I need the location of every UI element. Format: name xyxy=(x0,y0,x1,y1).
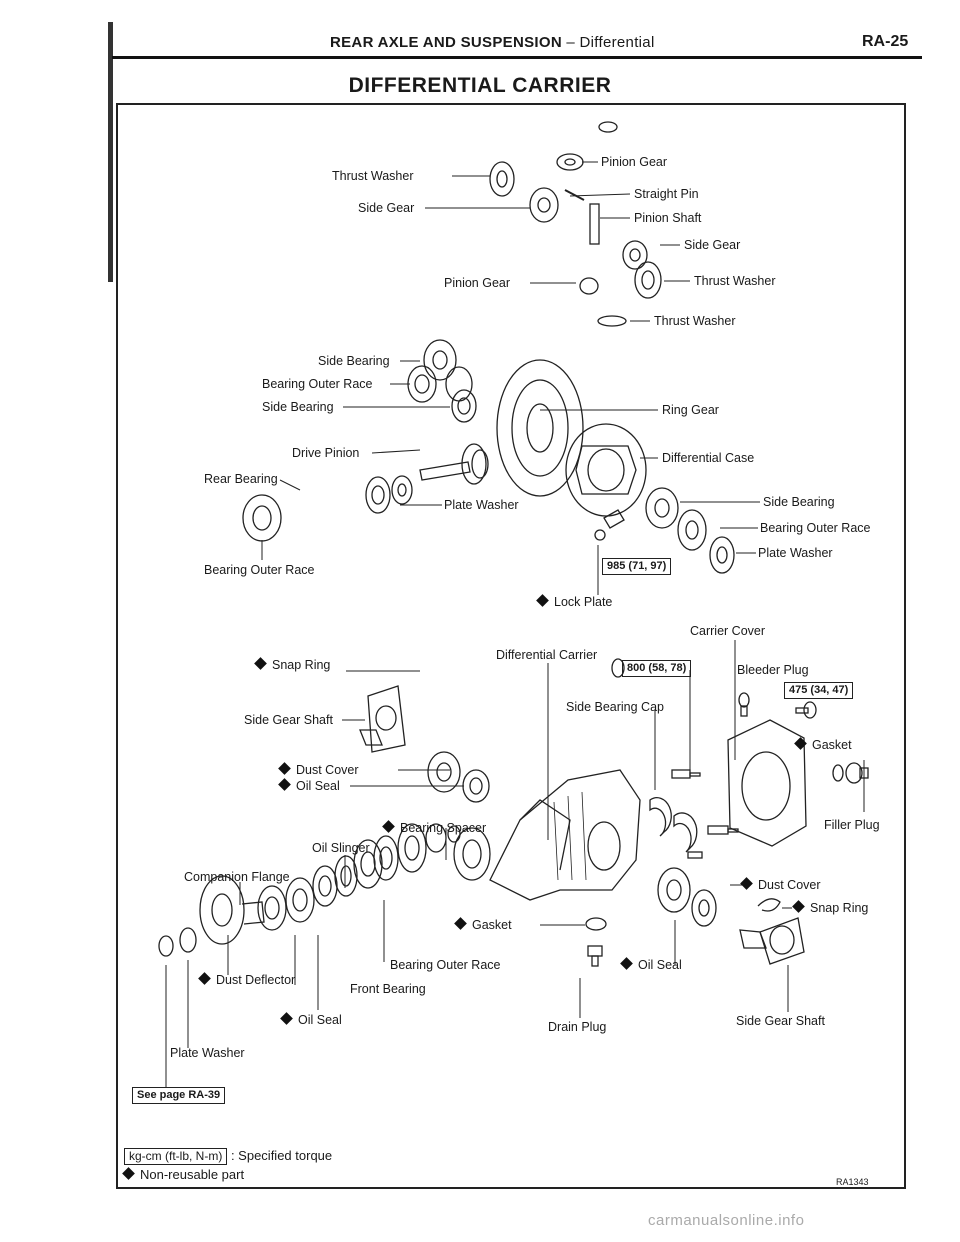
nonreusable-icon xyxy=(278,778,291,791)
nonreusable-icon xyxy=(620,957,633,970)
label-oil-seal-3: Oil Seal xyxy=(280,1012,342,1027)
header-rule xyxy=(112,56,922,59)
label-dust-deflector: Dust Deflector xyxy=(198,972,295,987)
label-gasket-2: Gasket xyxy=(454,917,512,932)
margin-bar xyxy=(108,22,113,282)
header-subsection: Differential xyxy=(579,34,655,51)
label-side-gear-2: Side Gear xyxy=(684,238,741,252)
nonreusable-icon xyxy=(198,972,211,985)
legend-torque: kg-cm (ft-lb, N-m) : Specified torque xyxy=(124,1148,332,1165)
label-differential-case: Differential Case xyxy=(662,451,755,465)
header-dash: – xyxy=(566,34,576,51)
label-plate-washer-2: Plate Washer xyxy=(758,546,833,560)
figure-frame xyxy=(116,103,906,1189)
label-filler-plug: Filler Plug xyxy=(824,818,880,832)
see-page-reference: See page RA-39 xyxy=(132,1087,226,1104)
legend-torque-unit: kg-cm (ft-lb, N-m) xyxy=(124,1148,228,1165)
label-gasket: Gasket xyxy=(794,737,852,752)
label-pinion-gear-2: Pinion Gear xyxy=(444,276,511,290)
label-bearing-outer-race-3: Bearing Outer Race xyxy=(204,563,315,577)
page-number: RA-25 xyxy=(862,33,909,50)
bearing-cap-parts xyxy=(649,769,739,859)
label-thrust-washer: Thrust Washer xyxy=(332,169,414,183)
label-snap-ring: Snap Ring xyxy=(254,657,330,672)
label-bleeder-plug: Bleeder Plug xyxy=(737,663,809,677)
label-side-bearing-cap: Side Bearing Cap xyxy=(566,700,664,714)
nonreusable-icon xyxy=(794,737,807,750)
label-oil-seal: Oil Seal xyxy=(278,778,340,793)
nonreusable-icon xyxy=(740,877,753,890)
label-straight-pin: Straight Pin xyxy=(634,187,699,201)
figure-code: RA1343 xyxy=(836,1177,869,1187)
label-bearing-spacer: Bearing Spacer xyxy=(382,820,486,835)
label-companion-flange: Companion Flange xyxy=(184,870,290,884)
label-bearing-outer-race-2: Bearing Outer Race xyxy=(760,521,871,535)
torque-spec-985: 985 (71, 97) xyxy=(602,558,672,575)
label-ring-gear: Ring Gear xyxy=(662,403,719,417)
nonreusable-icon xyxy=(454,917,467,930)
label-bearing-outer-race: Bearing Outer Race xyxy=(262,377,373,391)
label-side-gear-shaft-2: Side Gear Shaft xyxy=(736,1014,825,1028)
label-front-bearing: Front Bearing xyxy=(350,982,426,996)
label-snap-ring-2: Snap Ring xyxy=(792,900,868,915)
nonreusable-icon xyxy=(382,820,395,833)
nonreusable-icon xyxy=(278,762,291,775)
header-section: REAR AXLE AND SUSPENSION xyxy=(330,34,562,51)
label-pinion-gear: Pinion Gear xyxy=(601,155,668,169)
legend-nonreusable: Non-reusable part xyxy=(122,1167,244,1182)
pinion-gear-parts xyxy=(489,121,662,327)
carrier-cover-parts xyxy=(727,692,869,847)
leader-lines xyxy=(165,161,865,1088)
label-lock-plate: Lock Plate xyxy=(536,594,612,609)
nonreusable-icon xyxy=(122,1167,135,1180)
side-bearing-parts xyxy=(407,339,477,423)
label-thrust-washer-3: Thrust Washer xyxy=(654,314,736,328)
watermark: carmanualsonline.info xyxy=(648,1212,805,1229)
label-drive-pinion: Drive Pinion xyxy=(292,446,360,460)
nonreusable-icon xyxy=(254,657,267,670)
label-side-gear-shaft: Side Gear Shaft xyxy=(244,713,333,727)
nonreusable-icon xyxy=(536,594,549,607)
label-plate-washer: Plate Washer xyxy=(444,498,519,512)
ring-gear-assembly xyxy=(496,359,735,574)
nonreusable-icon xyxy=(792,900,805,913)
label-differential-carrier: Differential Carrier xyxy=(496,648,598,662)
label-rear-bearing: Rear Bearing xyxy=(204,472,278,486)
label-oil-seal-2: Oil Seal xyxy=(620,957,682,972)
label-oil-slinger: Oil Slinger xyxy=(312,841,370,855)
label-drain-plug: Drain Plug xyxy=(548,1020,607,1034)
label-bearing-outer-race-4: Bearing Outer Race xyxy=(390,958,501,972)
torque-spec-800: 800 (58, 78) xyxy=(622,660,692,677)
legend-torque-desc: : Specified torque xyxy=(230,1148,333,1163)
label-pinion-shaft: Pinion Shaft xyxy=(634,211,702,225)
companion-flange-parts xyxy=(158,823,461,957)
label-side-bearing-2: Side Bearing xyxy=(262,400,334,414)
differential-carrier-housing xyxy=(453,769,641,901)
side-gear-shaft-upper xyxy=(359,658,625,803)
label-side-bearing: Side Bearing xyxy=(318,354,390,368)
nonreusable-icon xyxy=(280,1012,293,1025)
drive-pinion-parts xyxy=(242,443,489,542)
side-gear-shaft-lower xyxy=(657,867,805,965)
drain-plug-parts xyxy=(585,917,607,967)
page-header: REAR AXLE AND SUSPENSION – Differential xyxy=(330,34,655,51)
label-thrust-washer-2: Thrust Washer xyxy=(694,274,776,288)
label-plate-washer-3: Plate Washer xyxy=(170,1046,245,1060)
label-dust-cover-2: Dust Cover xyxy=(740,877,821,892)
label-dust-cover: Dust Cover xyxy=(278,762,359,777)
label-side-bearing-3: Side Bearing xyxy=(763,495,835,509)
label-side-gear: Side Gear xyxy=(358,201,415,215)
torque-spec-475: 475 (34, 47) xyxy=(784,682,854,699)
page-title: DIFFERENTIAL CARRIER xyxy=(348,74,612,97)
label-carrier-cover: Carrier Cover xyxy=(690,624,766,638)
